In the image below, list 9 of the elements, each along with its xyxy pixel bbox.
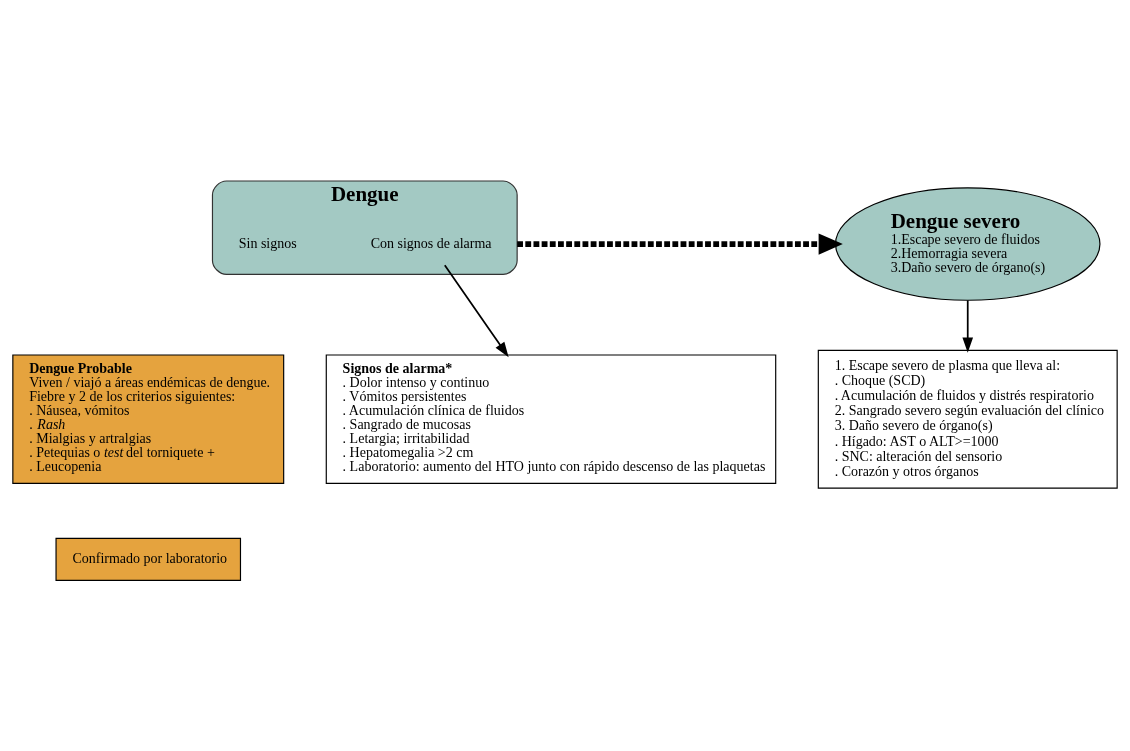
node-text: Sin signos <box>238 235 297 251</box>
node-box: Signos de alarma* . Dolor intenso y continuo . Vómitos persistentes . Acumulación clínica de fluidos . Sangrado de mucosas . Letargia; irritabilidad . Hepatomegalia >2 cm . Laboratorio: aumento del HTO junto con rápido descenso de las plaquetas <box>325 353 777 484</box>
node-box: Dengue Probable Viven / viajó a áreas endémicas de dengue. Fiebre y 2 de los criterios siguientes: . Náusea, vómitos . Rash . Mialgias y artralgias . Petequias o test del torniquete + . Leucopenia <box>12 353 285 484</box>
arrow <box>962 299 974 353</box>
node-box: 1. Escape severo de plasma que lleva al: . Choque (SCD) . Acumulación de fluidos y distrés respiratorio 2. Sangrado severo según evaluación del clínico 3. Daño severo de órgano(s) . Hígado: AST o ALT>=1000 . SNC: alteración del sensorio . Corazón y otros órganos <box>817 349 1118 489</box>
node-box: Confirmado por laboratorio <box>55 537 242 581</box>
node-text: Con signos de alarma <box>370 235 492 251</box>
arrow <box>517 232 843 255</box>
node-ellipse: Dengue severo 1.Escape severo de fluidos 2.Hemorragia severa 3.Daño severo de órgano(s) <box>834 186 1101 301</box>
